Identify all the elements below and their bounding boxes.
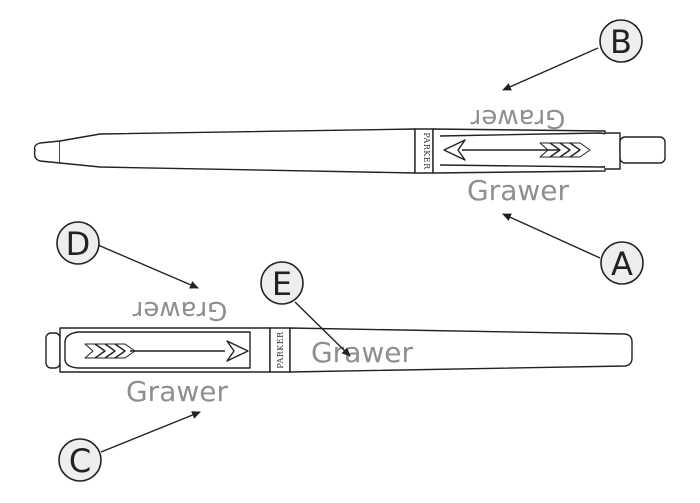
brand-logo-top: PARKER [422, 132, 431, 170]
engraving-label-bottom-body: Grawer [311, 336, 413, 369]
push-button [619, 136, 666, 164]
marker-a: A [502, 213, 644, 285]
pen-end-cap [45, 332, 61, 369]
marker-e-label: E [272, 265, 292, 303]
marker-a-label: A [611, 245, 633, 283]
marker-b-label: B [610, 23, 632, 61]
pen-body [289, 327, 633, 373]
marker-e: E [260, 261, 351, 357]
marker-c-label: C [69, 442, 91, 480]
engraving-label-top-mirrored: Grawer [470, 103, 565, 133]
brand-logo-bottom: PARKER [276, 331, 285, 369]
marker-b: B [502, 19, 643, 91]
engraving-label-bottom-mirrored: Grawer [132, 295, 227, 325]
marker-c: C [58, 411, 201, 482]
clip-arrow-bottom [84, 340, 249, 362]
engraving-label-bottom: Grawer [126, 375, 228, 408]
ballpoint-pen [33, 128, 666, 174]
marker-d-label: D [66, 225, 91, 263]
pen-tip [33, 140, 61, 164]
engraving-label-top: Grawer [467, 174, 569, 207]
pen-barrel [59, 128, 416, 174]
clip-arrow [443, 139, 591, 161]
marker-d: D [56, 221, 199, 289]
push-button-collar [605, 132, 621, 170]
rollerball-pen [45, 327, 633, 373]
pen-clip-bottom [64, 331, 251, 369]
